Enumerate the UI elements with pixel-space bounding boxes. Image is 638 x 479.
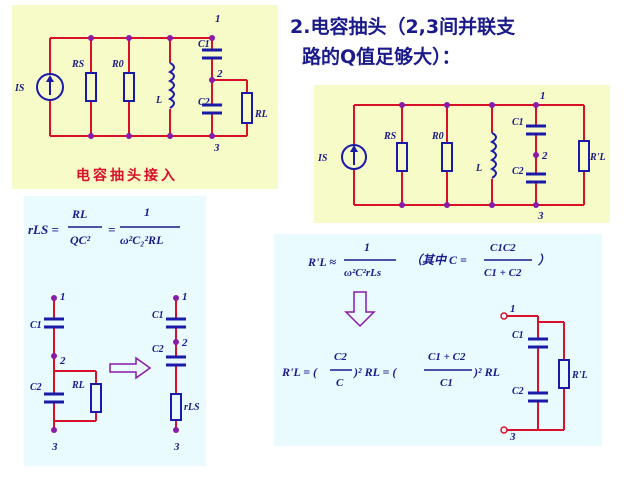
- node-2: 2: [216, 68, 223, 80]
- left-label-c1: C1: [30, 320, 42, 331]
- right-node-2: 2: [181, 337, 188, 349]
- panel-series-conversion: rLS = RL QC² = 1 ω²C₂²RL 1 2 3 C1 C2 RL: [24, 196, 206, 466]
- label-is: IS: [14, 83, 25, 94]
- left-node-1: 1: [60, 291, 66, 303]
- eq-label-is: IS: [317, 153, 328, 164]
- eq-label-rpl: R'L: [589, 152, 606, 163]
- f1-note-num: C1C2: [490, 242, 516, 254]
- f1-note-den: C1 + C2: [484, 267, 522, 279]
- title-line-2: 路的Q值足够大）：: [302, 46, 461, 68]
- eq-node-2: 2: [541, 150, 548, 162]
- left-node-2: 2: [59, 355, 66, 367]
- eq-label-c1: C1: [512, 117, 524, 128]
- f2-mid: )² RL = (: [353, 365, 397, 379]
- f1-lhs: R'L ≈: [307, 255, 336, 269]
- formula-rls-num2: 1: [144, 205, 150, 219]
- formulas-diagram: R'L ≈ 1 ω²C²rLs （其中 C = C1C2 C1 + C2 ） R…: [274, 234, 602, 446]
- eq-label-rs: RS: [383, 131, 397, 142]
- right-label-c2: C2: [152, 344, 164, 355]
- eq-node-3: 3: [537, 210, 544, 222]
- small-label-rpl: R'L: [571, 370, 588, 381]
- left-node-3: 3: [51, 441, 58, 453]
- f2-num2: C1 + C2: [428, 351, 466, 363]
- page-title: 2.电容抽头（2,3间并联支 路的Q值足够大）：: [290, 12, 630, 72]
- right-label-c1: C1: [152, 310, 164, 321]
- label-c1: C1: [198, 39, 210, 50]
- tap-circuit-diagram: IS RS R0 L C1 C2 RL 1 2 3: [12, 5, 278, 189]
- f2-lhs: R'L = (: [281, 365, 318, 379]
- f1-num: 1: [364, 240, 370, 254]
- right-node-3: 3: [173, 441, 180, 453]
- eq-label-l: L: [475, 163, 482, 174]
- eq-node-1: 1: [540, 90, 546, 102]
- formula-rls-eq: =: [108, 222, 115, 237]
- eq-label-c2: C2: [512, 166, 524, 177]
- panel-formulas: R'L ≈ 1 ω²C²rLs （其中 C = C1C2 C1 + C2 ） R…: [274, 234, 602, 446]
- f2-den: C: [336, 377, 344, 389]
- panel-tap-circuit: IS RS R0 L C1 C2 RL 1 2 3 电容抽头接入: [12, 5, 278, 189]
- small-label-c1: C1: [512, 330, 524, 341]
- formula-rls-lhs: rLS =: [28, 222, 59, 237]
- series-conversion-diagram: rLS = RL QC² = 1 ω²C₂²RL 1 2 3 C1 C2 RL: [24, 196, 206, 466]
- node-1: 1: [215, 13, 221, 25]
- formula-rls-num1: RL: [71, 207, 87, 221]
- label-rs: RS: [71, 59, 85, 70]
- panel-equivalent-circuit: IS RS R0 L C1 C2 R'L 1 2 3: [314, 85, 610, 223]
- left-label-rl: RL: [71, 380, 85, 391]
- f1-note-open: （其中 C =: [410, 253, 467, 267]
- formula-rls-den1: QC²: [70, 233, 91, 247]
- title-line-1: 2.电容抽头（2,3间并联支: [290, 16, 516, 38]
- f1-den: ω²C²rLs: [344, 267, 381, 279]
- small-label-c2: C2: [512, 386, 524, 397]
- right-node-1: 1: [182, 291, 188, 303]
- f2-end: )² RL: [473, 365, 500, 379]
- left-label-c2: C2: [30, 382, 42, 393]
- equivalent-circuit-diagram: IS RS R0 L C1 C2 R'L 1 2 3: [314, 85, 610, 223]
- node-3: 3: [213, 142, 220, 154]
- f1-note-close: ）: [537, 253, 550, 267]
- right-label-rls: rLS: [184, 402, 200, 413]
- formula-rls-den2: ω²C₂²RL: [120, 233, 163, 247]
- caption-tap: 电容抽头接入: [76, 168, 178, 184]
- f2-num: C2: [334, 351, 347, 363]
- f2-den2: C1: [440, 377, 453, 389]
- small-node-1: 1: [510, 303, 516, 315]
- label-rl: RL: [254, 109, 268, 120]
- label-r0: R0: [111, 59, 124, 70]
- label-c2: C2: [198, 97, 210, 108]
- eq-label-r0: R0: [431, 131, 444, 142]
- small-node-3: 3: [509, 431, 516, 443]
- label-l: L: [155, 95, 162, 106]
